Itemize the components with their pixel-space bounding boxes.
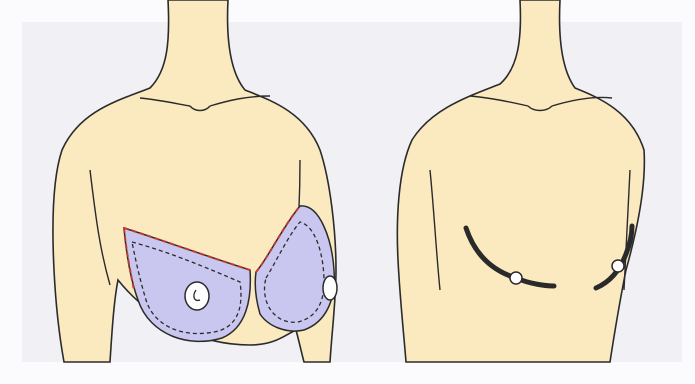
areola-left-before <box>185 282 209 310</box>
nipple-right-after <box>612 260 624 272</box>
nipple-left-after <box>510 272 522 284</box>
areola-right-before <box>323 276 337 300</box>
